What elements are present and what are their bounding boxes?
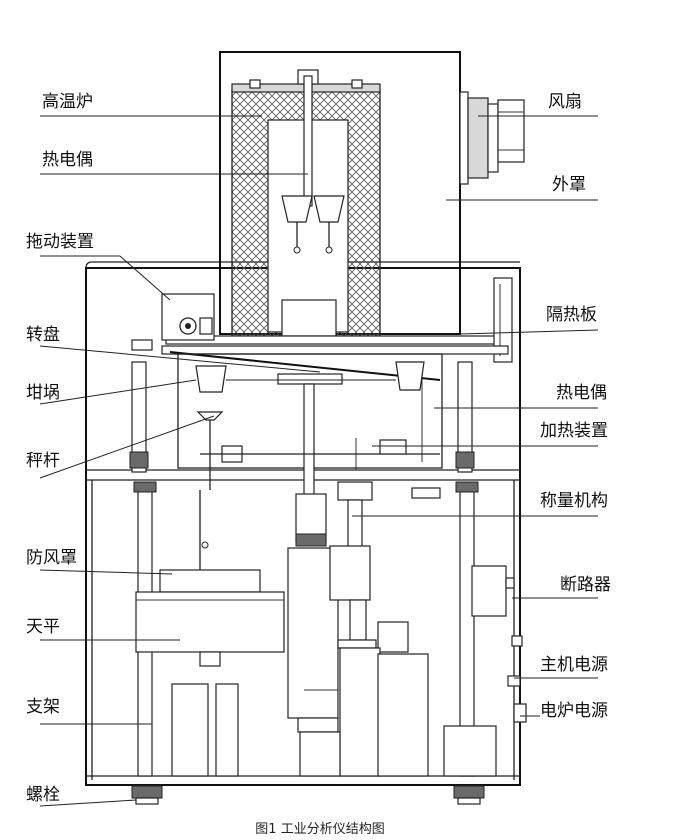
labels: 高温炉 热电偶 拖动装置 转盘 坩埚 秤杆 防风罩 天平 支架 螺栓 风扇 外罩… [26,92,611,805]
label-weighing: 称量机构 [540,491,608,511]
label-windshield: 防风罩 [26,548,77,568]
label-fan: 风扇 [548,92,582,112]
leader-lines [39,115,599,807]
bolt-feet [131,785,485,805]
figure-caption: 图1 工业分析仪结构图 [255,822,384,837]
fan [459,91,525,185]
windshield [159,569,261,593]
label-bolt: 螺栓 [26,785,60,805]
circuit-breaker [471,565,515,617]
label-breaker: 断路器 [560,575,611,595]
label-thermocouple-right: 热电偶 [556,383,607,403]
label-turntable: 转盘 [26,325,60,345]
drive-device [161,293,215,341]
label-crucible: 坩埚 [26,383,60,403]
high-temperature-furnace [231,69,381,337]
label-main-power: 主机电源 [540,655,608,675]
label-lever: 秤杆 [26,451,60,471]
label-balance: 天平 [26,617,60,637]
heating-enclosure [177,353,443,497]
turntable [131,339,509,385]
label-drive: 拖动装置 [26,232,94,252]
label-furnace-power: 电炉电源 [540,701,608,721]
weighing-mechanism [287,481,441,777]
power-switches [443,635,527,777]
balance [135,490,285,777]
label-bracket: 支架 [26,697,60,717]
label-cover: 外罩 [552,175,586,195]
label-furnace: 高温炉 [42,92,93,112]
label-thermocouple-top: 热电偶 [42,150,93,170]
label-heater: 加热装置 [540,421,608,441]
label-insulation: 隔热板 [546,305,597,325]
